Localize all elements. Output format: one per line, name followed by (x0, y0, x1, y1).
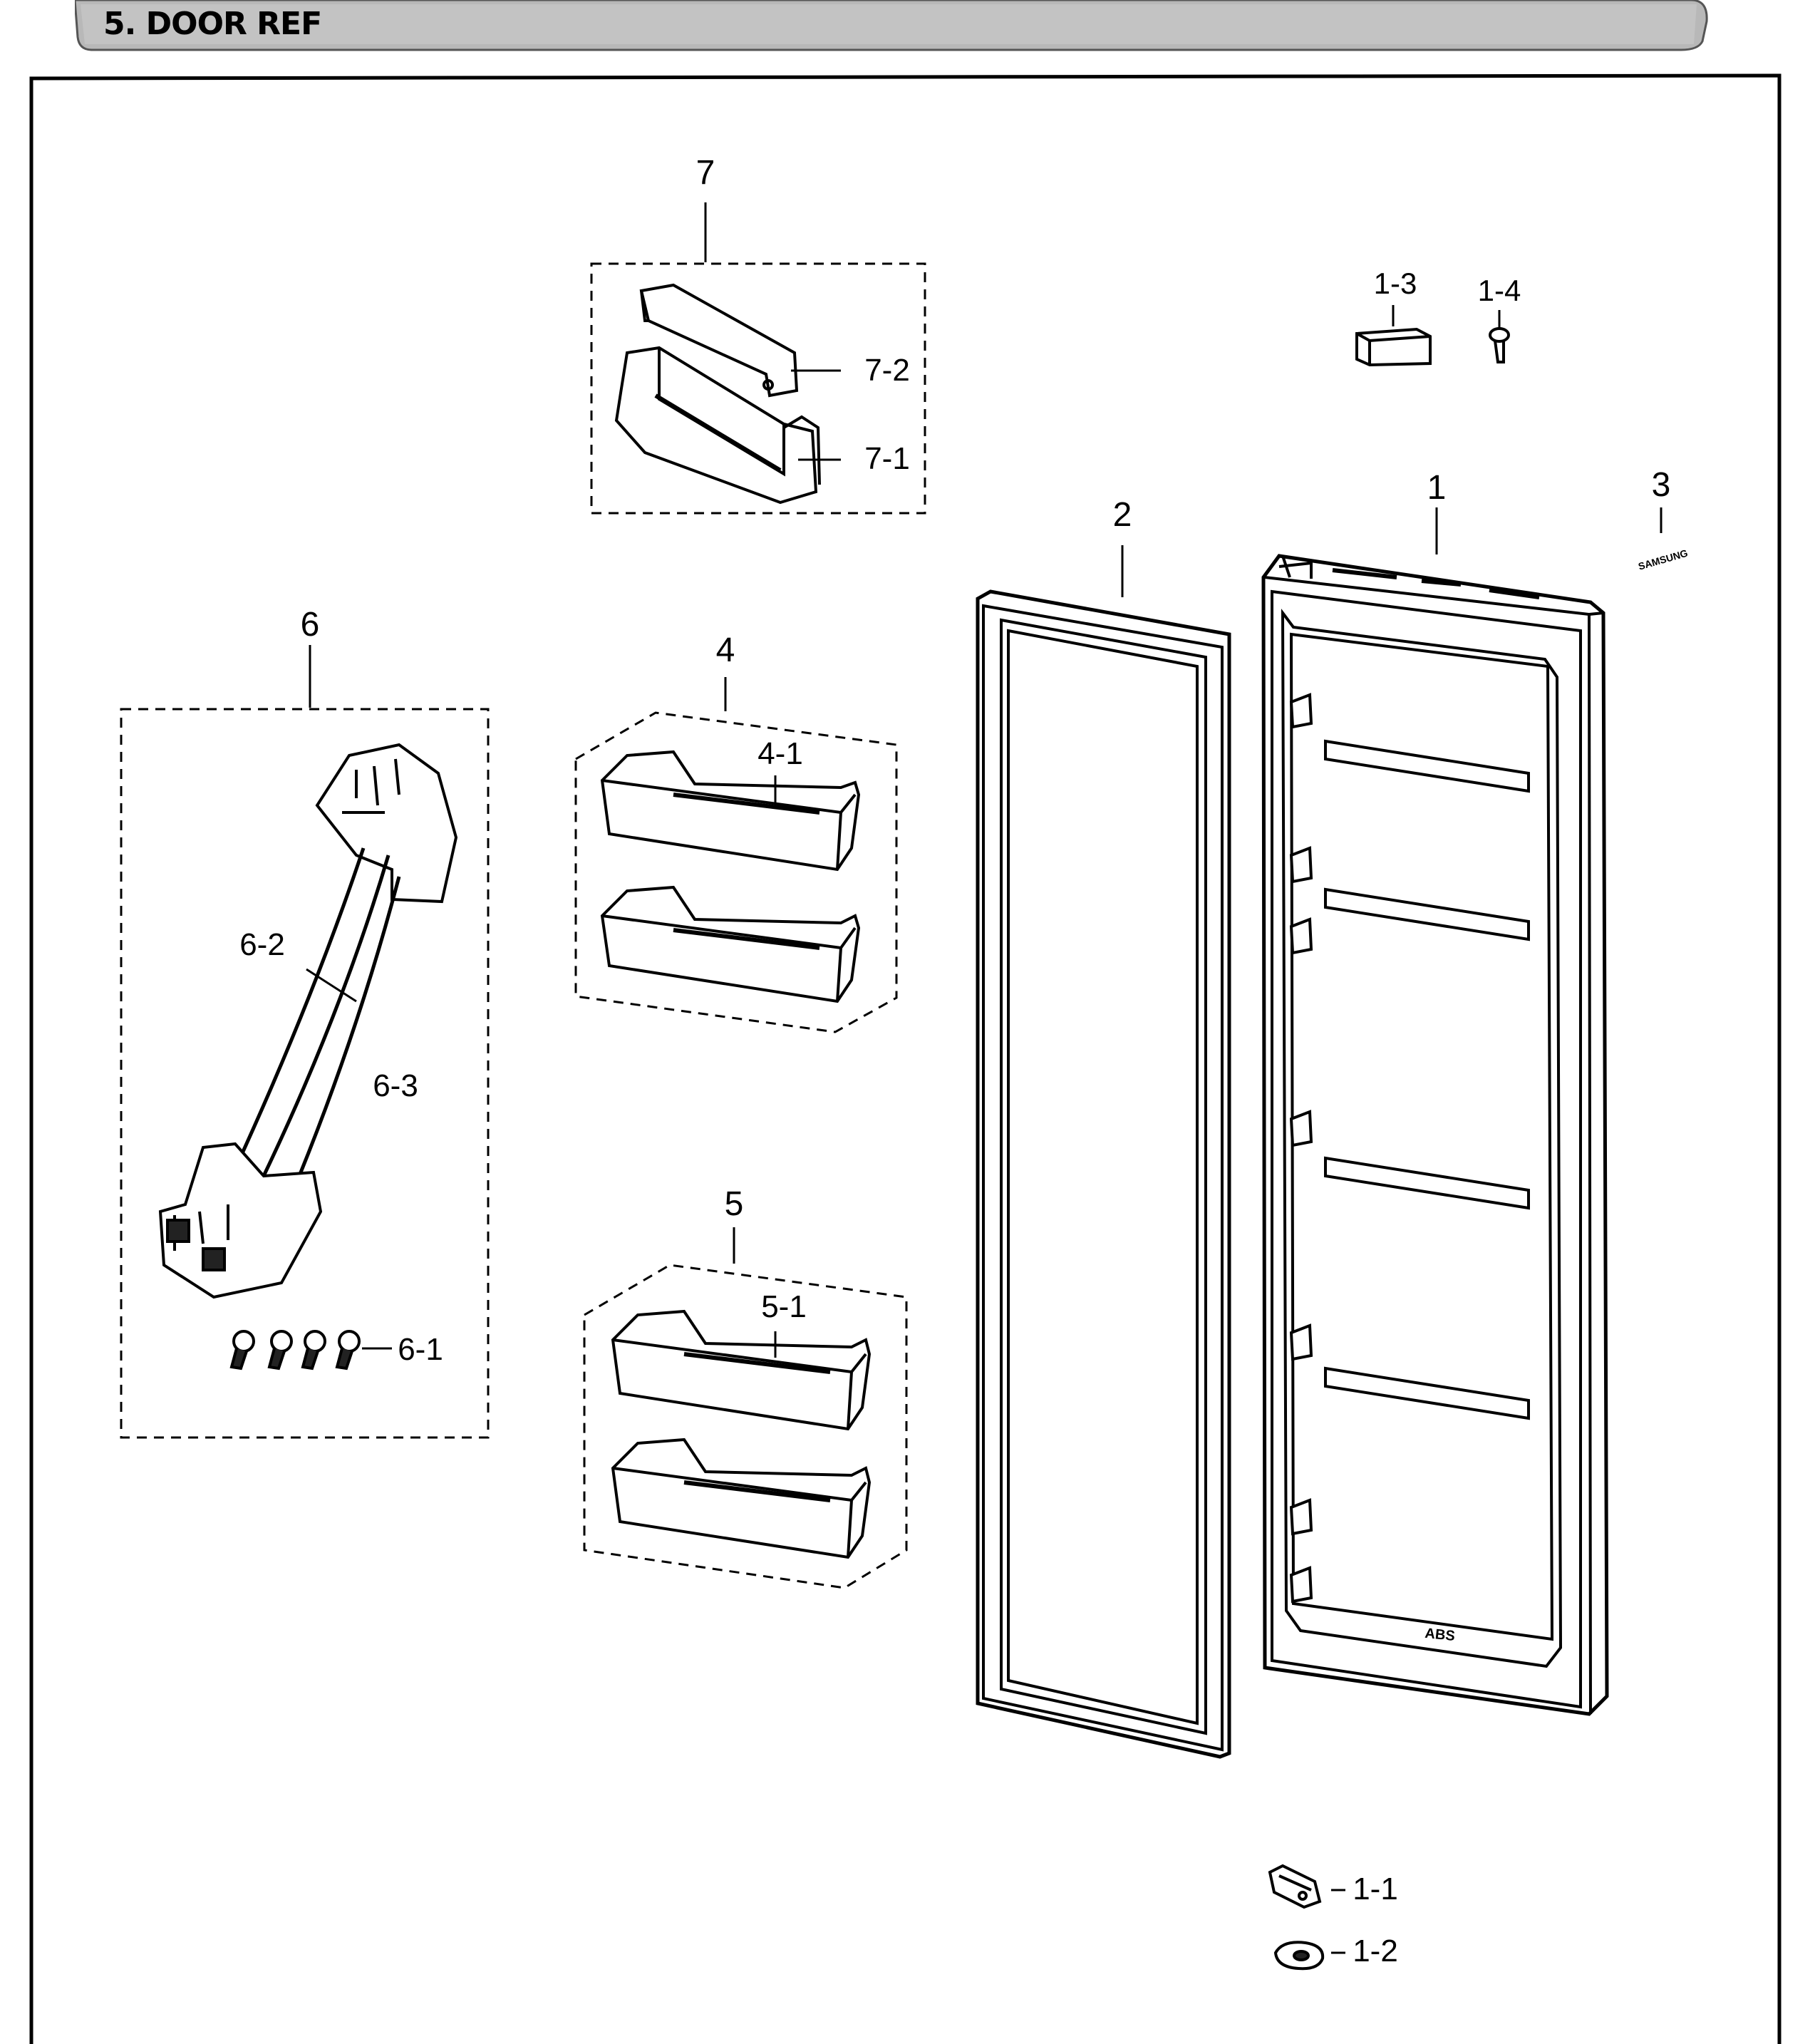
brand-logo-marking: SAMSUNG (1637, 547, 1689, 572)
label-1-3: 1-3 (1374, 267, 1417, 300)
label-7: 7 (696, 154, 715, 192)
group-box-5 (583, 1264, 908, 1589)
label-6-3: 6-3 (373, 1068, 418, 1103)
part-1-1-hinge (1268, 1864, 1345, 1909)
shelf-4-1-upper (600, 750, 861, 872)
label-4-1: 4-1 (757, 736, 803, 771)
label-1-1: 1-1 (1353, 1872, 1398, 1906)
label-5-1: 5-1 (761, 1289, 807, 1324)
shelf-5-1-upper (611, 1309, 872, 1431)
label-6: 6 (301, 606, 320, 644)
label-2: 2 (1113, 496, 1132, 534)
handle-6-2 (158, 743, 458, 1299)
gasket-2 (976, 545, 1231, 1759)
door-1 (1261, 507, 1609, 1716)
label-3: 3 (1652, 466, 1671, 504)
label-7-1: 7-1 (864, 441, 910, 476)
label-1: 1 (1427, 469, 1447, 507)
part-1-3-block (1355, 305, 1432, 367)
diagram-border (29, 73, 1782, 2044)
shelf-4-1-lower (600, 885, 861, 1003)
label-4: 4 (716, 631, 735, 669)
header-band (75, 0, 1708, 51)
label-6-1: 6-1 (398, 1332, 443, 1367)
bin-7-1 (614, 346, 821, 505)
shelf-5-1-lower (611, 1437, 872, 1559)
section-title: 5. DOOR REF (103, 6, 322, 42)
part-1-4-screw (1489, 310, 1510, 363)
bracket-7-2 (639, 283, 799, 398)
material-marking: ABS (1424, 1626, 1455, 1644)
label-5: 5 (725, 1185, 744, 1223)
group-box-4 (574, 711, 898, 1033)
label-7-2: 7-2 (864, 353, 910, 388)
screws-6-1 (229, 1330, 361, 1371)
label-1-4: 1-4 (1478, 274, 1521, 307)
label-6-2: 6-2 (239, 927, 285, 962)
label-1-2: 1-2 (1353, 1934, 1398, 1968)
part-1-2-cap (1273, 1941, 1345, 1971)
